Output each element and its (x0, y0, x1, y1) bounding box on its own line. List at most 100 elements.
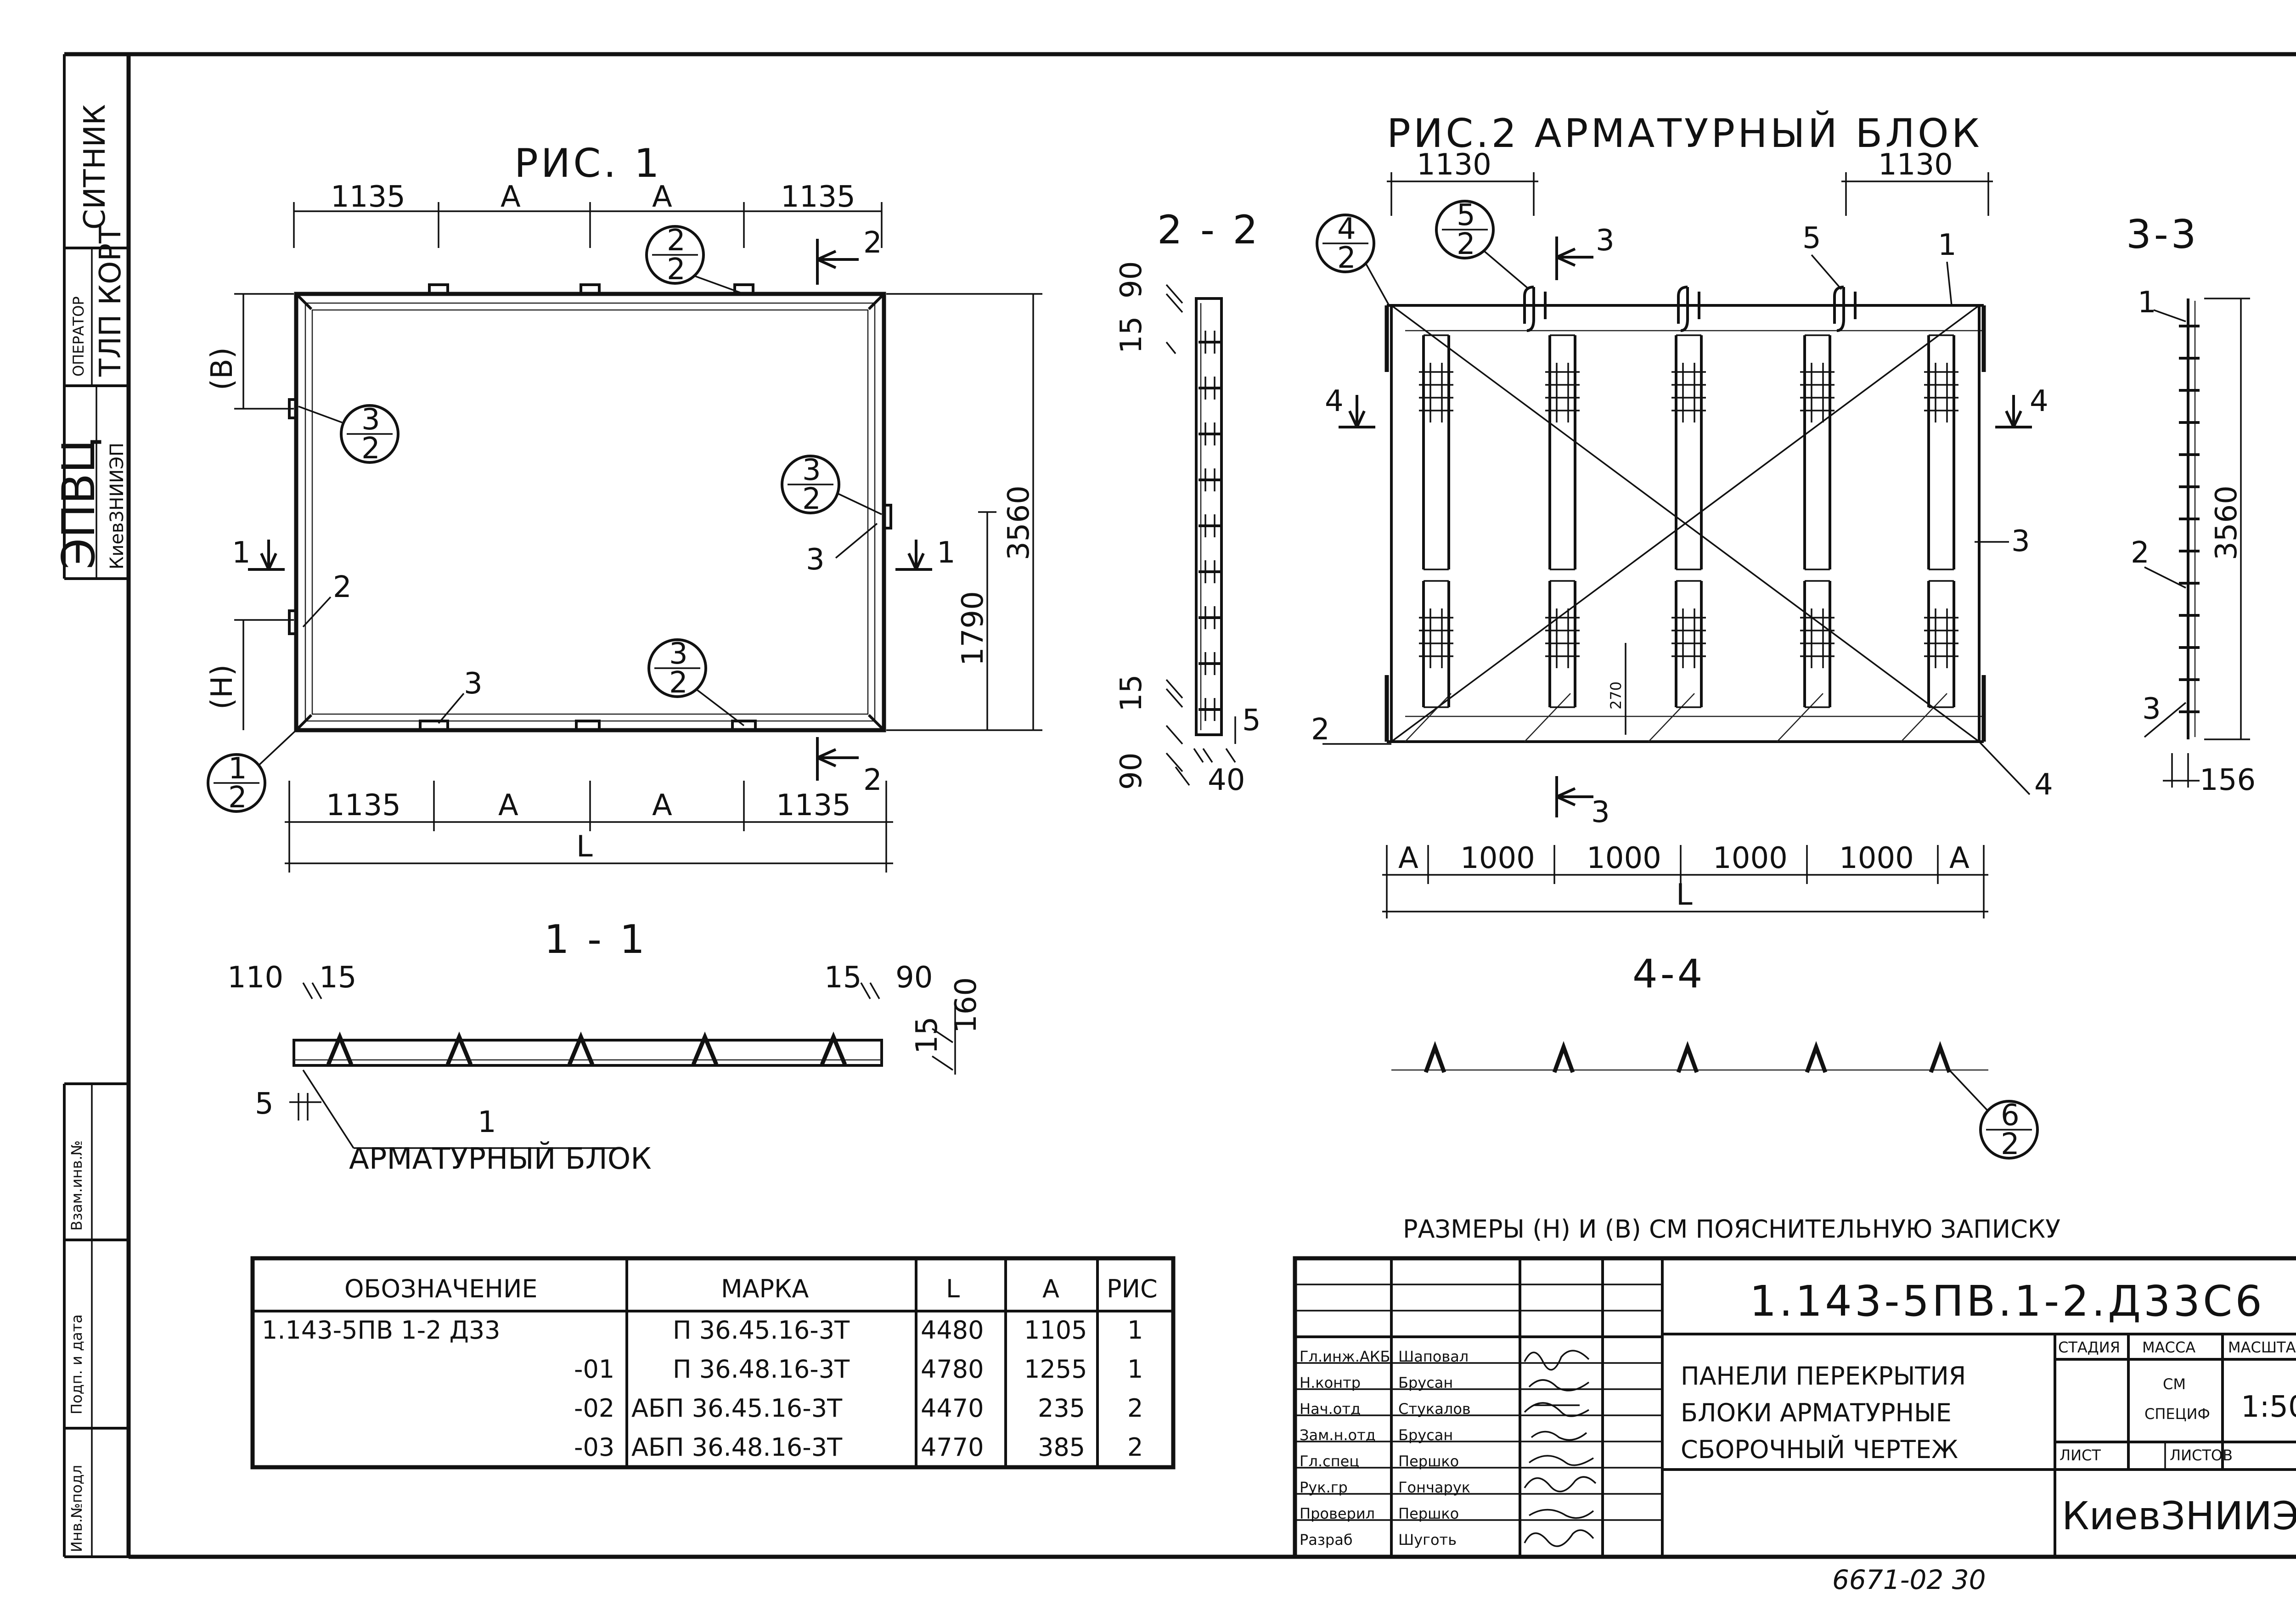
figure-1-panel-plan (288, 283, 892, 732)
margin-label-sign-date: Подп. и дата (68, 1314, 85, 1414)
title-block-stage-header: СТАДИЯ (2058, 1339, 2120, 1356)
title-block-desc-1: БЛОКИ АРМАТУРНЫЕ (1681, 1398, 1952, 1427)
figure-2-cut-marks: 3 3 4 4 (1325, 224, 2048, 829)
callout-3-2-bottom: 3 2 (647, 637, 745, 726)
sig-name-4: Першко (1398, 1453, 1459, 1470)
spec-row-1-designation: -01 (574, 1355, 614, 1384)
fig1-dim-3560: 3560 (1002, 485, 1036, 560)
fig2-dim-top-1: 1130 (1878, 148, 1953, 182)
figure-1: РИС. 1 1135 А А 1135 (205, 141, 1042, 873)
fig1-callout-1-bottom: 2 (361, 432, 380, 466)
callout-6-2: 6 2 (1948, 1069, 2039, 1161)
sec22-dim-40: 40 (1208, 763, 1245, 797)
fig1-dim-top-1: А (501, 180, 521, 214)
sig-role-7: Разраб (1300, 1531, 1353, 1549)
spec-header-designation: ОБОЗНАЧЕНИЕ (344, 1274, 537, 1303)
fig1-callout-0-top: 2 (667, 224, 686, 258)
sheet-frame (63, 51, 2296, 1561)
sig-name-0: Шаповал (1398, 1348, 1469, 1365)
fig2-dim-bottom-5: А (1949, 841, 1970, 875)
callout-2-2: 2 2 (645, 224, 744, 295)
sig-name-7: Шуготь (1398, 1531, 1457, 1549)
table-row: -01 П 36.48.16-3Т 4780 1255 1 (574, 1355, 1143, 1384)
spec-header-mark: МАРКА (721, 1274, 809, 1303)
fig2-callout-1-bottom: 2 (1457, 227, 1475, 261)
table-row: -02 АБП 36.45.16-3Т 4470 235 2 (574, 1394, 1143, 1423)
figure-1-dim-bottom: 1135 А А 1135 L (285, 781, 893, 873)
sec22-dim-5: 5 (1242, 704, 1261, 738)
sec22-dim-15-top: 15 (1114, 316, 1148, 354)
title-block-sheets-label: ЛИСТОВ (2170, 1447, 2233, 1464)
fig2-dim-270: 270 (1607, 681, 1625, 710)
fig2-pos-5: 5 (1802, 221, 1821, 255)
sec11-dim-15-left: 15 (319, 961, 356, 995)
fig1-callout-2-top: 3 (802, 453, 821, 487)
fig2-dim-bottom-0: А (1398, 841, 1418, 875)
margin-label-replaced-inv: Взам.инв.№ (68, 1140, 85, 1231)
fig2-pos-2: 2 (1311, 713, 1330, 747)
title-block-code: 1.143-5ПВ.1-2.Д33С6 (1750, 1277, 2265, 1326)
fig1-callout-0-bottom: 2 (667, 253, 686, 287)
stamp-org-sub: КиевЗНИИЭП (107, 443, 128, 569)
title-block-grid-rows (1295, 1284, 1662, 1521)
fig1-cut-1-left: 1 (232, 536, 251, 570)
sec11-dim-5: 5 (255, 1087, 274, 1121)
fig2-dim-bottom-2: 1000 (1587, 841, 1661, 875)
fig1-callout-1-top: 3 (361, 403, 380, 437)
handwritten-signatures (1524, 1350, 1597, 1547)
fig2-dim-bottom-4: 1000 (1839, 841, 1914, 875)
fig1-cut-1-right: 1 (937, 536, 956, 570)
sig-name-2: Стукалов (1398, 1400, 1471, 1418)
section-2-2-title: 2 - 2 (1157, 207, 1261, 253)
figure-1-title: РИС. 1 (514, 141, 662, 186)
fig1-pos-3-bottom: 3 (464, 667, 483, 701)
stamp-operator-value: ТЛП КОРТ (94, 225, 128, 377)
spec-row-2-L: 4470 (921, 1394, 984, 1423)
sec22-dim-90-bottom: 90 (1114, 753, 1148, 790)
spec-row-3-mark: АБП 36.48.16-3Т (631, 1433, 843, 1462)
title-block: 1.143-5ПВ.1-2.Д33С6 ПАНЕЛИ ПЕРЕКРЫТИЯ БЛ… (1293, 1256, 2296, 1559)
fig2-callout-1-top: 5 (1457, 198, 1475, 232)
fig2-callout-0-bottom: 2 (1337, 241, 1356, 275)
fig2-dim-L: L (1676, 878, 1693, 912)
fig1-dim-L: L (576, 830, 593, 864)
fig1-pos-3-right: 3 (806, 543, 825, 577)
fig1-dim-bottom-0: 1135 (326, 788, 401, 822)
sec11-dim-15-vert: 15 (910, 1017, 944, 1054)
figure-1-dim-left: (В) (Н) (205, 293, 294, 730)
spec-row-3-designation: -03 (574, 1433, 614, 1462)
sig-name-6: Першко (1398, 1505, 1459, 1522)
stamp-org: ЭПВЦ (53, 439, 105, 569)
fig1-dim-bottom-1: А (498, 788, 518, 822)
section-1-1: 1 - 1 110 15 15 90 15 160 5 1 АРМАТУРНЫЙ… (227, 917, 983, 1176)
fig1-dim-bottom-3: 1135 (776, 788, 851, 822)
fig1-dim-bottom-2: А (652, 788, 672, 822)
fig2-cut-4-right: 4 (2030, 384, 2048, 418)
callout-3-2-right: 3 2 (781, 453, 882, 516)
spec-row-3-fig: 2 (1127, 1433, 1143, 1462)
section-2-2: 2 - 2 15 90 15 90 5 40 (1114, 207, 1261, 797)
sec22-dim-15-bottom: 15 (1114, 675, 1148, 712)
spec-row-3-A: 385 (1038, 1433, 1085, 1462)
sec11-leader-number: 1 (478, 1105, 496, 1139)
spec-row-1-fig: 1 (1127, 1355, 1143, 1384)
spec-row-1-mark: П 36.48.16-3Т (673, 1355, 850, 1384)
spec-header-fig: РИС (1107, 1274, 1158, 1303)
section-4-4-title: 4-4 (1632, 951, 1705, 997)
figure-2-block-outline (1384, 304, 1986, 743)
sec33-pos-1: 1 (2138, 286, 2156, 320)
figure-1-callouts: 2 2 3 2 3 2 3 2 (207, 224, 882, 815)
fig2-pos-1: 1 (1938, 228, 1957, 262)
spec-row-0-fig: 1 (1127, 1316, 1143, 1345)
sec11-dim-15-right: 15 (824, 961, 861, 995)
sig-role-1: Н.контр (1300, 1374, 1361, 1391)
fig2-pos-3: 3 (2011, 524, 2030, 558)
fig1-cut-2-bottom: 2 (863, 763, 882, 797)
figure-2-callouts: 4 2 5 2 (1316, 198, 1530, 306)
spec-row-2-mark: АБП 36.45.16-3Т (631, 1394, 843, 1423)
fig1-callout-3-top: 3 (669, 637, 688, 671)
fig2-cut-3-bottom: 3 (1591, 795, 1610, 829)
spec-row-3-L: 4770 (921, 1433, 984, 1462)
section-3-3-title: 3-3 (2126, 212, 2199, 258)
